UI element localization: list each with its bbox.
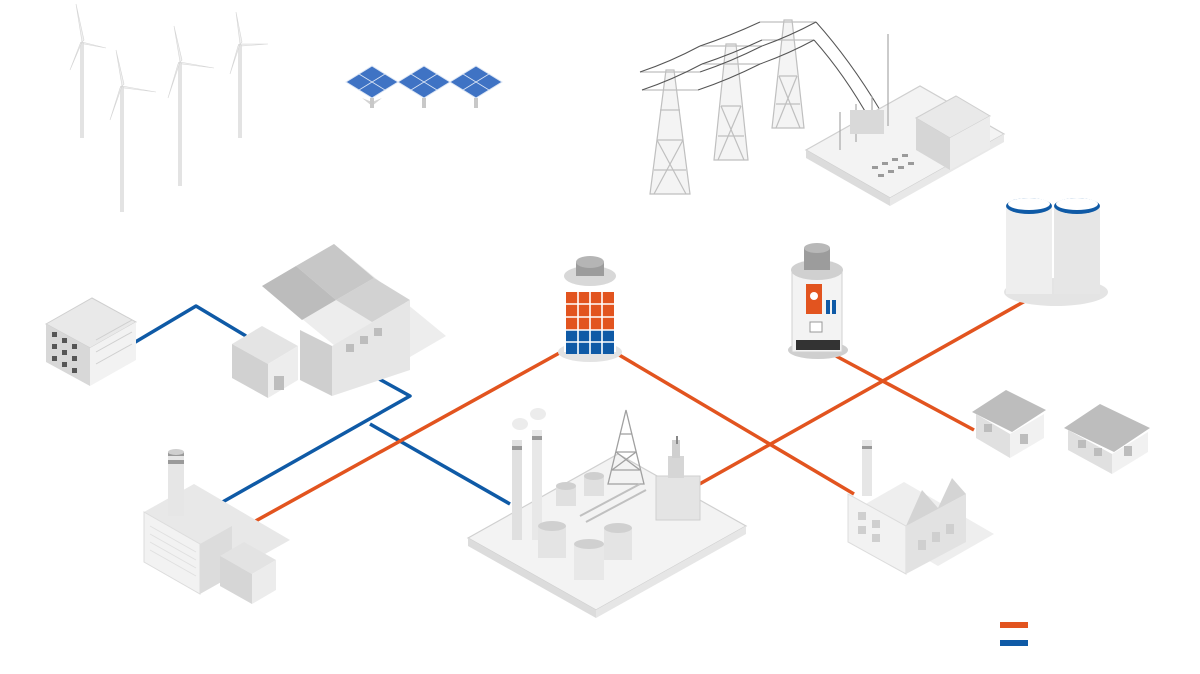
wind-turbine-icon: [167, 25, 215, 186]
wind-turbine-icon: [229, 11, 269, 138]
solar-panel-icon: [397, 65, 451, 108]
factory-icon: [847, 440, 994, 575]
house-icon: [1064, 404, 1150, 474]
power-pylon-icon: [640, 69, 700, 195]
wind-turbine-icon: [69, 3, 107, 138]
small-building-icon: [232, 326, 298, 398]
substation-icon: [804, 34, 1006, 206]
legend: [1000, 622, 1028, 646]
house-icon: [972, 390, 1046, 458]
orange-pipe-network: [231, 294, 1035, 536]
electric-boiler-icon: [788, 243, 848, 359]
power-lines: [639, 21, 881, 121]
power-plant-icon: [143, 449, 290, 604]
hydrogen-storage-icon: [44, 297, 138, 386]
blue-pipe-network: [131, 304, 511, 510]
power-pylon-icon: [700, 43, 762, 161]
solar-panel-icon: [449, 65, 503, 108]
wind-turbine-icon: [109, 49, 157, 212]
legend-swatch-orange: [1000, 622, 1028, 628]
warehouse-icon: [262, 244, 446, 396]
gas-silo-icon: [1004, 198, 1108, 306]
solar-panel-icon: [345, 65, 399, 108]
thermal-storage-tank-icon: [558, 256, 622, 362]
legend-swatch-blue: [1000, 640, 1028, 646]
chemical-plant-icon: [466, 408, 748, 618]
